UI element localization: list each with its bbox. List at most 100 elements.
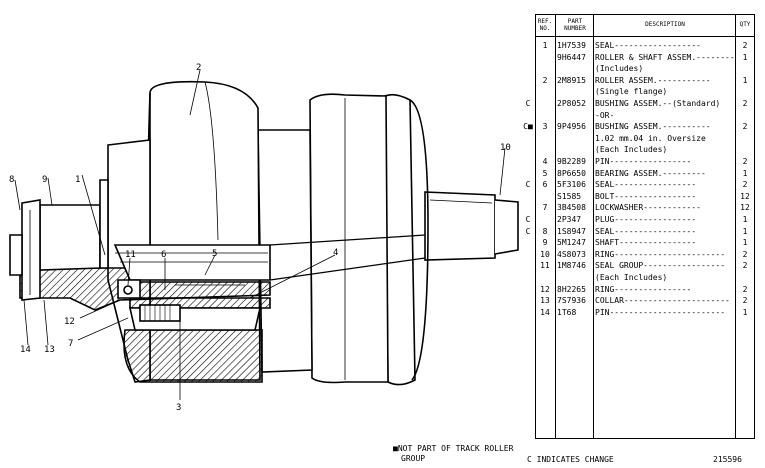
shaft-section: [113, 244, 271, 281]
part-number: 3B4508: [557, 203, 586, 213]
part-number: 1S8947: [557, 226, 586, 236]
part-number: 7S7936: [557, 296, 586, 306]
seal-ring: [117, 279, 141, 299]
not-part-note-line2: GROUP: [401, 454, 426, 463]
quantity: 12: [740, 191, 750, 201]
change-note: C INDICATES CHANGE: [527, 455, 614, 464]
ref-number: 11: [540, 261, 550, 271]
part-number: 8P6650: [557, 168, 586, 178]
part-number: 5F3106: [557, 180, 586, 190]
table-row: 2 2M8915 ROLLER ASSEM.----------- 1: [535, 75, 755, 86]
callout-1: 1: [75, 175, 80, 185]
change-mark: C: [525, 180, 531, 190]
description: ROLLER ASSEM.-----------: [595, 75, 711, 85]
part-number: 9B2289: [557, 157, 586, 166]
quantity: 2: [742, 249, 748, 259]
ref-number: 2: [542, 75, 548, 85]
description: -OR-: [595, 110, 615, 120]
quantity: 1: [742, 75, 748, 85]
roller-body-right: [309, 93, 389, 384]
change-mark: C: [525, 226, 531, 236]
ref-number: 1: [542, 41, 548, 50]
callout-13: 13: [44, 345, 55, 355]
change-mark: C: [525, 215, 531, 224]
callout-3: 3: [176, 403, 181, 413]
quantity: 2: [742, 41, 748, 50]
change-mark: C: [525, 99, 531, 108]
ref-number: 10: [540, 249, 550, 259]
quantity: 2: [742, 284, 748, 294]
part-number: 1T68: [557, 307, 577, 317]
table-row: 1.02 mm.04 in. Oversize: [535, 133, 755, 144]
part-number: 9H6447: [557, 52, 586, 62]
description: ROLLER & SHAFT ASSEM.----------: [595, 52, 735, 62]
quantity: 1: [742, 307, 748, 317]
table-row: (Single flange): [535, 86, 755, 97]
description: RING-----------------------: [595, 249, 726, 259]
table-row: (Each Includes): [535, 144, 755, 155]
quantity: 1: [742, 168, 748, 178]
part-number: 5M1247: [557, 238, 586, 248]
description: SEAL-----------------: [595, 226, 697, 236]
description: BUSHING ASSEM.--(Standard): [595, 99, 721, 108]
callout-4: 4: [333, 248, 338, 258]
description: (Each Includes): [595, 273, 668, 282]
quantity: 2: [742, 180, 748, 190]
part-number: 2P347: [557, 215, 582, 224]
callout-7: 7: [68, 339, 73, 349]
description: COLLAR----------------------: [595, 296, 730, 306]
description: (Each Includes): [595, 145, 668, 155]
quantity: 1: [742, 226, 748, 236]
collar-left: [39, 204, 101, 271]
callout-9: 9: [42, 175, 47, 185]
description: PIN-----------------: [595, 157, 692, 166]
ref-number: 12: [540, 284, 550, 294]
part-number: 2M8915: [557, 75, 586, 85]
ref-number: 14: [540, 307, 550, 317]
ref-number: 9: [542, 238, 548, 248]
description: (Single flange): [595, 87, 668, 97]
table-row: S1585 BOLT-----------------12: [535, 191, 755, 202]
table-row: (Each Includes): [535, 272, 755, 283]
part-number: 1H7539: [557, 41, 586, 50]
quantity: 2: [742, 261, 748, 271]
ref-number: 7: [542, 203, 548, 213]
part-number: 4S8073: [557, 249, 586, 259]
drawing-number: 215596: [713, 455, 742, 464]
right-flange: [384, 93, 416, 386]
ref-number: 8: [542, 226, 548, 236]
description: SEAL-----------------: [595, 180, 697, 190]
ref-number: 13: [540, 296, 550, 306]
description: BEARING ASSEM.---------: [595, 168, 706, 178]
quantity: 2: [742, 122, 748, 132]
part-number: 9P4956: [557, 122, 586, 132]
description: (Includes): [595, 64, 644, 74]
table-row: 10 4S8073 RING----------------------- 2: [535, 249, 755, 260]
table-row: C 6 5F3106 SEAL----------------- 2: [526, 179, 755, 190]
table-row: -OR-: [535, 110, 755, 121]
header-part: PART NUMBER: [564, 18, 586, 32]
bottom-flange-profile: [123, 329, 263, 383]
quantity: 2: [742, 99, 748, 108]
pin-detail: [99, 179, 109, 269]
table-row: 1 1H7539 SEAL------------------ 2: [535, 40, 755, 51]
description: SEAL------------------: [595, 41, 701, 50]
quantity: 12: [740, 203, 750, 213]
description: 1.02 mm.04 in. Oversize: [595, 133, 706, 143]
change-mark: C■: [523, 122, 533, 132]
ref-number: 6: [542, 180, 548, 190]
table-row: C 8 1S8947 SEAL----------------- 1: [526, 226, 755, 237]
not-part-note-line1: ■NOT PART OF TRACK ROLLER: [393, 444, 514, 453]
